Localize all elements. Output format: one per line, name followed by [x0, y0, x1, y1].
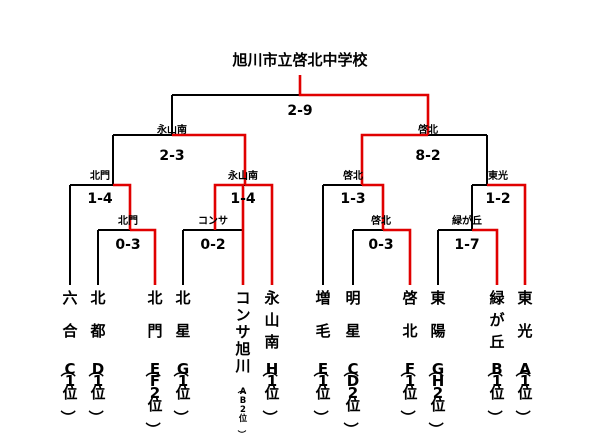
team-name: コンサ旭川	[234, 289, 250, 375]
winner-path	[213, 183, 245, 285]
first-round-score: 0-3	[368, 237, 393, 253]
team-name: 緑が丘	[489, 289, 505, 351]
first-round-winner-label: コンサ	[198, 215, 228, 227]
winner-path	[487, 183, 527, 285]
quarterfinal-winner-label: 永山南	[227, 169, 258, 182]
quarterfinal-score: 1-2	[485, 191, 510, 207]
first-round-score: 0-2	[200, 237, 225, 253]
team-name: 東陽	[430, 289, 445, 340]
team-name: 啓北	[402, 289, 418, 340]
first-round-score: 1-7	[454, 237, 479, 253]
team-name: 増毛	[315, 289, 330, 340]
first-round-winner-label: 緑が丘	[452, 214, 482, 227]
semifinal-score: 2-3	[159, 148, 184, 164]
champion-title: 旭川市立啓北中学校	[231, 51, 368, 69]
final-score: 2-9	[287, 103, 312, 119]
first-round-winner-label: 啓北	[371, 214, 391, 227]
quarterfinal-score: 1-4	[87, 191, 113, 207]
quarterfinal-winner-label: 北門	[90, 169, 110, 182]
semifinal-score: 8-2	[415, 148, 440, 164]
team-name: 北都	[89, 289, 105, 340]
team-name: 明星	[345, 289, 360, 340]
quarterfinal-score: 1-3	[340, 191, 365, 207]
semifinal-winner-label: 啓北	[418, 123, 438, 136]
semifinal-winner-label: 永山南	[156, 123, 187, 136]
winner-path	[360, 133, 428, 185]
team-name: 永山南	[263, 289, 280, 351]
team-name: 東光	[516, 289, 532, 340]
team-name: 六合	[61, 289, 78, 340]
quarterfinal-winner-label: 東光	[488, 169, 508, 182]
winner-path	[172, 133, 247, 185]
first-round-score: 0-3	[115, 237, 140, 253]
quarterfinal-score: 1-4	[230, 191, 256, 207]
winner-path	[245, 183, 274, 285]
quarterfinal-winner-label: 啓北	[343, 169, 363, 182]
winner-path	[113, 183, 132, 230]
team-name: 北星	[175, 289, 190, 340]
team-name: 北門	[147, 289, 162, 340]
winner-path	[472, 228, 499, 285]
winner-path	[298, 75, 430, 135]
first-round-winner-label: 北門	[118, 214, 138, 227]
winner-path	[362, 183, 385, 230]
winner-paths	[113, 75, 527, 285]
winner-path	[130, 228, 157, 285]
winner-path	[383, 228, 412, 285]
